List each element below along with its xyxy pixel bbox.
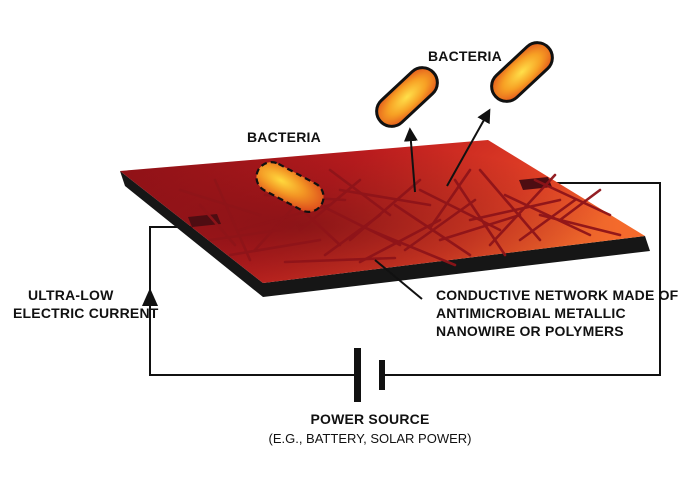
nanowire-strand xyxy=(368,228,457,267)
nanowire-strand xyxy=(438,213,522,242)
repel-arrow-right xyxy=(446,108,491,187)
nanowire-strand xyxy=(328,168,392,217)
nanowire-strand xyxy=(488,173,557,247)
nanowire-strand xyxy=(358,218,442,264)
current-label-line1: ULTRA-LOW xyxy=(28,287,114,303)
bacterium-on-surface xyxy=(255,161,325,213)
nanowire-strand xyxy=(208,228,282,242)
nanowire-strand xyxy=(213,178,252,262)
nanowire-strand xyxy=(518,198,577,242)
battery-symbol-icon xyxy=(354,348,385,402)
nanowire-strand xyxy=(283,256,397,264)
conductive-plate xyxy=(120,140,650,297)
nanowire-strand xyxy=(418,188,502,232)
nanowire-strand xyxy=(503,193,592,237)
nanowire-strand xyxy=(253,198,302,252)
network-label-line2: ANTIMICROBIAL METALLIC xyxy=(436,305,626,321)
power-source-subtitle: (E.G., BATTERY, SOLAR POWER) xyxy=(269,431,472,446)
nanowire-strand xyxy=(338,188,432,207)
nanowire-strand xyxy=(538,213,622,237)
current-label-line2: ELECTRIC CURRENT xyxy=(13,305,159,321)
right-wire xyxy=(385,182,661,376)
nanowire-strand xyxy=(403,198,477,252)
nanowire-strand xyxy=(558,188,602,222)
bacterium-floating-left xyxy=(375,66,439,128)
repel-arrow-left xyxy=(403,127,418,193)
bacterium-floating-right xyxy=(490,41,554,103)
nanowire-strand xyxy=(533,178,612,217)
network-label-line1: CONDUCTIVE NETWORK MADE OF xyxy=(436,287,679,303)
nanowire-strand xyxy=(478,168,542,242)
bacterium-capsule-icon xyxy=(255,161,325,213)
bacterium-capsule-icon xyxy=(375,66,439,128)
plate-edge xyxy=(120,171,650,297)
nanowire-network xyxy=(178,168,622,267)
bacterium-capsule-icon xyxy=(490,41,554,103)
power-source-title: POWER SOURCE xyxy=(310,411,429,427)
nanowire-strand xyxy=(228,238,322,257)
arrow-up-icon xyxy=(142,288,158,306)
nanowire-strand xyxy=(298,178,362,232)
network-label-line3: NANOWIRE OR POLYMERS xyxy=(436,323,624,339)
left-electrode xyxy=(188,214,221,227)
nanowire-strand xyxy=(178,188,262,217)
bacteria-label-top: BACTERIA xyxy=(428,48,502,64)
bacteria-label-left: BACTERIA xyxy=(247,129,321,145)
nanowire-strand xyxy=(428,168,472,230)
network-leader-line xyxy=(374,259,423,300)
